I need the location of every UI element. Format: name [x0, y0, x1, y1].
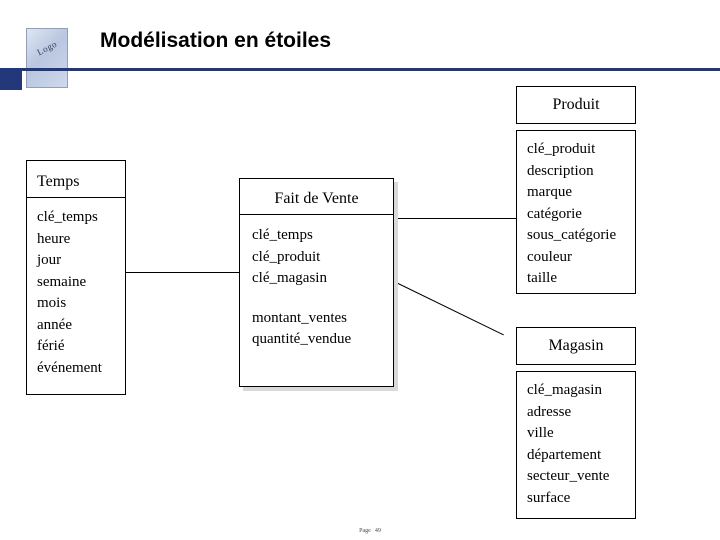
entity-title-fait-de-vente: Fait de Vente: [274, 190, 359, 207]
connector-fait-produit: [394, 218, 516, 219]
header-rule-accent: [0, 68, 22, 90]
entity-title-produit: Produit: [552, 96, 600, 113]
entity-box-fait-de-vente: Fait de Vente clé_temps clé_produit clé_…: [239, 178, 394, 387]
connector-fait-magasin: [393, 281, 504, 336]
entity-fields-magasin: clé_magasin adresse ville département se…: [527, 382, 610, 506]
slide-logo: Logo: [26, 28, 68, 88]
entity-box-produit: Produit: [516, 86, 636, 124]
header-rule: [0, 68, 720, 71]
entity-fields-box-magasin: clé_magasin adresse ville département se…: [516, 371, 636, 519]
entity-measures-fait-de-vente: montant_ventes quantité_vendue: [252, 309, 352, 348]
logo-text: Logo: [35, 38, 59, 58]
entity-divider-temps: [27, 197, 125, 198]
entity-fields-box-produit: clé_produit description marque catégorie…: [516, 130, 636, 294]
entity-box-magasin: Magasin: [516, 327, 636, 365]
footer-page-number: 49: [374, 528, 381, 534]
entity-box-temps: Temps clé_temps heure jour semaine mois …: [26, 160, 126, 395]
entity-title-magasin: Magasin: [548, 337, 604, 354]
entity-fields-produit: clé_produit description marque catégorie…: [527, 141, 617, 286]
entity-title-temps: Temps: [37, 173, 80, 190]
entity-fields-temps: clé_temps heure jour semaine mois année …: [37, 209, 102, 376]
entity-keys-fait-de-vente: clé_temps clé_produit clé_magasin: [252, 227, 327, 286]
footer-label: Page: [359, 528, 371, 534]
entity-divider-fait-de-vente: [240, 214, 393, 215]
connector-temps-fait: [126, 272, 239, 273]
slide-title: Modélisation en étoiles: [100, 29, 332, 52]
